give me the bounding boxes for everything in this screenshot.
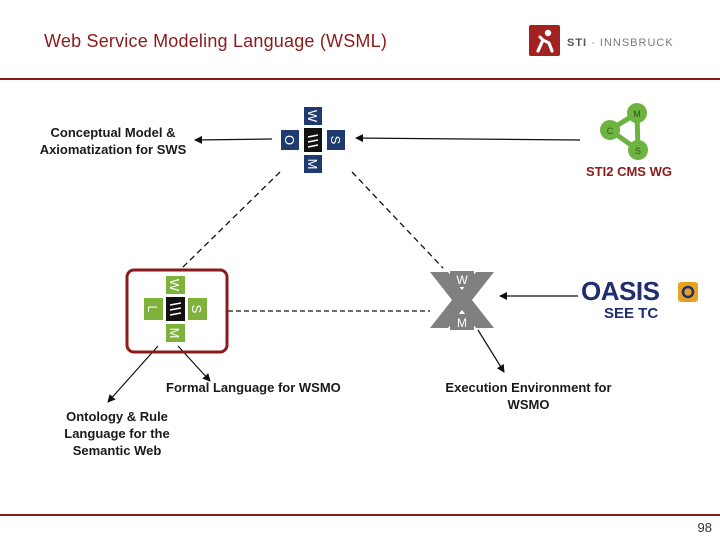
svg-text:S: S [480, 294, 488, 308]
dashed-edge-wsmo-wsmx [351, 171, 444, 269]
wsml-icon: W L S M [144, 276, 207, 342]
oasis-logo-text: OASIS [581, 276, 660, 306]
header-divider [0, 78, 720, 80]
svg-text:W: W [305, 110, 320, 123]
ontology-rule-label: Ontology & Rule Language for the Semanti… [64, 409, 170, 458]
svg-text:C: C [607, 126, 614, 136]
svg-text:S: S [328, 136, 343, 145]
svg-text:S: S [635, 146, 641, 156]
svg-text:M: M [457, 316, 467, 330]
dashed-edge-wsmo-wsml [181, 171, 281, 269]
cms-icon: M C S [600, 103, 648, 160]
sti-logo-mark [529, 25, 560, 56]
svg-text:S: S [189, 305, 204, 314]
see-tc-label: SEE TC [604, 305, 659, 322]
svg-text:O: O [282, 135, 297, 145]
wsml-highlight-frame [125, 268, 229, 354]
svg-text:M: M [167, 328, 182, 339]
wsmx-icon: W X S M [430, 271, 494, 330]
runner-icon [536, 29, 554, 53]
svg-text:W: W [167, 279, 182, 292]
svg-text:X: X [436, 294, 444, 308]
svg-text:M: M [305, 159, 320, 170]
sti-logo-text: STI · INNSBRUCK [567, 37, 674, 49]
execution-environment-label: Execution Environment for WSMO [445, 380, 612, 412]
sti2-cms-label: STI2 CMS WG [586, 164, 672, 179]
oasis-mark-icon [678, 282, 698, 302]
slide-title: Web Service Modeling Language (WSML) [44, 31, 388, 51]
svg-text:L: L [145, 305, 160, 312]
svg-text:W: W [456, 273, 468, 287]
footer-divider [0, 514, 720, 516]
svg-text:M: M [633, 109, 641, 119]
formal-language-label: Formal Language for WSMO [166, 380, 341, 395]
arrow-wsmx-to-execution [477, 329, 505, 373]
arrow-wsml-to-ontology [107, 345, 159, 403]
conceptual-model-label: Conceptual Model & Axiomatization for SW… [39, 125, 187, 157]
arrow-cms-to-wsmo [355, 134, 581, 143]
wsmo-icon: W O S M [281, 107, 345, 173]
page-number: 98 [697, 520, 712, 535]
arrow-wsmo-to-conceptual [194, 135, 273, 144]
